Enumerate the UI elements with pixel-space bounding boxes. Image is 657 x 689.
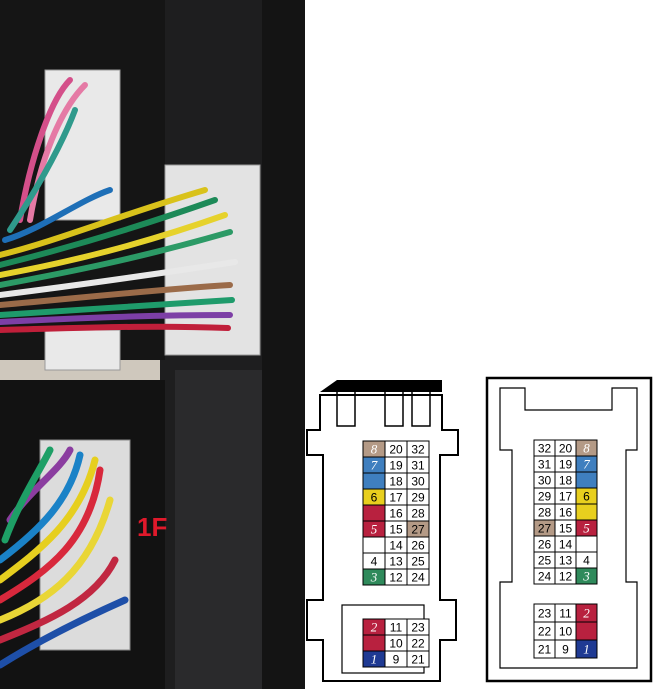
right-lower-pin-pin-number: 2 — [583, 606, 590, 621]
left-lower-pin-grid: 2 11 23 10 22 1 9 21 — [362, 618, 430, 668]
right-upper-pin-pin-number: 25 — [538, 554, 552, 568]
right-upper-pin-pin-number: 28 — [538, 506, 552, 520]
right-upper-pin-pin-number: 32 — [538, 442, 552, 456]
right-upper-pin-pin-number: 18 — [559, 474, 573, 488]
left-lower-pin-pin-number: 1 — [371, 652, 378, 667]
right-upper-pin-pin-number: 12 — [559, 570, 573, 584]
left-upper-pin-pin-number: 12 — [389, 571, 403, 585]
lower-wires — [0, 446, 129, 669]
upper-wires — [0, 77, 238, 333]
right-upper-pin-grid: 32 20 8 31 19 7 30 18 29 17 6 28 16 27 15 5 26 14 25 13 4 24 1… — [533, 439, 598, 585]
left-upper-pin-pin-number: 14 — [389, 539, 403, 553]
right-upper-pin-pin-number: 30 — [538, 474, 552, 488]
right-upper-pin-pin-number: 17 — [559, 490, 573, 504]
left-upper-pin-pin-number: 3 — [370, 570, 378, 585]
right-lower-pin-cell — [575, 621, 598, 641]
lower-bracket — [175, 370, 270, 689]
right-upper-pin-cell — [575, 535, 598, 553]
left-latch-3 — [411, 385, 431, 427]
right-lower-pin-pin-number: 9 — [562, 643, 569, 657]
right-upper-pin-pin-number: 26 — [538, 538, 552, 552]
left-upper-pin-pin-number: 5 — [371, 522, 378, 537]
left-upper-pin-pin-number: 28 — [411, 507, 425, 521]
left-upper-pin-pin-number: 6 — [371, 491, 378, 505]
right-upper-pin-pin-number: 14 — [559, 538, 573, 552]
left-upper-pin-pin-number: 13 — [389, 555, 403, 569]
left-upper-pin-pin-number: 20 — [389, 443, 403, 457]
left-lower-pin-pin-number: 22 — [411, 637, 425, 651]
left-upper-pin-cell — [362, 536, 386, 554]
right-lower-pin-pin-number: 1 — [583, 642, 590, 657]
right-upper-pin-pin-number: 19 — [559, 458, 573, 472]
left-upper-pin-pin-number: 16 — [389, 507, 403, 521]
right-upper-pin-pin-number: 6 — [583, 490, 590, 504]
right-upper-pin-pin-number: 16 — [559, 506, 573, 520]
right-upper-pin-pin-number: 27 — [538, 522, 552, 536]
right-upper-pin-pin-number: 29 — [538, 490, 552, 504]
connector-label: 1F — [137, 512, 167, 542]
right-upper-pin-pin-number: 20 — [559, 442, 573, 456]
right-upper-pin-cell — [575, 503, 598, 521]
left-upper-pin-pin-number: 24 — [411, 571, 425, 585]
right-lower-pin-pin-number: 10 — [559, 625, 573, 639]
left-upper-pin-pin-number: 26 — [411, 539, 425, 553]
right-upper-pin-pin-number: 4 — [583, 554, 590, 568]
left-upper-pin-pin-number: 30 — [411, 475, 425, 489]
left-upper-pin-pin-number: 8 — [371, 442, 378, 457]
right-lower-pin-cell — [575, 639, 598, 659]
right-lower-pin-pin-number: 11 — [559, 607, 572, 621]
right-lower-pin-pin-number: 21 — [538, 643, 552, 657]
left-lower-pin-pin-number: 11 — [390, 621, 403, 635]
left-upper-pin-grid: 8 20 32 7 19 31 18 30 6 17 29 16 28 5 15 27 14 26 4 13 25 3 12… — [362, 440, 430, 586]
right-upper-pin-pin-number: 7 — [583, 457, 590, 472]
right-upper-pin-pin-number: 31 — [538, 458, 552, 472]
right-upper-pin-cell — [575, 567, 598, 585]
connector-photo: 1F — [0, 0, 305, 689]
right-edge-dark — [262, 0, 305, 689]
left-upper-pin-pin-number: 7 — [371, 458, 378, 473]
right-upper-pin-pin-number: 8 — [583, 441, 590, 456]
left-upper-pin-cell — [362, 472, 386, 490]
left-upper-pin-pin-number: 15 — [389, 523, 403, 537]
left-upper-pin-pin-number: 25 — [411, 555, 425, 569]
left-upper-pin-pin-number: 27 — [411, 523, 425, 537]
right-upper-pin-pin-number: 24 — [538, 570, 552, 584]
left-lower-pin-cell — [406, 650, 430, 668]
right-lower-pin-pin-number: 22 — [538, 625, 552, 639]
right-upper-pin-pin-number: 15 — [559, 522, 573, 536]
left-connector-shell — [306, 394, 459, 682]
right-upper-pin-pin-number: 13 — [559, 554, 573, 568]
left-upper-pin-cell — [362, 504, 386, 522]
left-upper-pin-pin-number: 29 — [411, 491, 425, 505]
left-lower-pin-pin-number: 2 — [371, 620, 378, 635]
left-upper-pin-pin-number: 4 — [371, 555, 378, 569]
left-upper-pin-pin-number: 17 — [389, 491, 403, 505]
upper-plug-bottom — [44, 329, 121, 371]
left-latch-1 — [336, 385, 356, 427]
left-latch-2 — [384, 385, 404, 427]
right-upper-pin-cell — [575, 471, 598, 489]
left-upper-pin-cell — [406, 568, 430, 586]
left-upper-pin-pin-number: 32 — [411, 443, 425, 457]
left-lower-pin-pin-number: 9 — [393, 653, 400, 667]
right-connector-frame — [485, 376, 653, 683]
right-connector-inner — [499, 387, 638, 669]
right-lower-pin-pin-number: 23 — [538, 607, 552, 621]
left-lower-pin-pin-number: 21 — [411, 653, 425, 667]
right-upper-pin-pin-number: 3 — [582, 569, 590, 584]
left-upper-pin-pin-number: 19 — [389, 459, 403, 473]
right-upper-pin-pin-number: 5 — [583, 521, 590, 536]
left-lower-pin-pin-number: 10 — [389, 637, 403, 651]
left-lower-pin-cell — [362, 634, 386, 652]
left-upper-pin-pin-number: 31 — [411, 459, 425, 473]
left-upper-pin-pin-number: 18 — [389, 475, 403, 489]
left-lower-pin-pin-number: 23 — [411, 621, 425, 635]
